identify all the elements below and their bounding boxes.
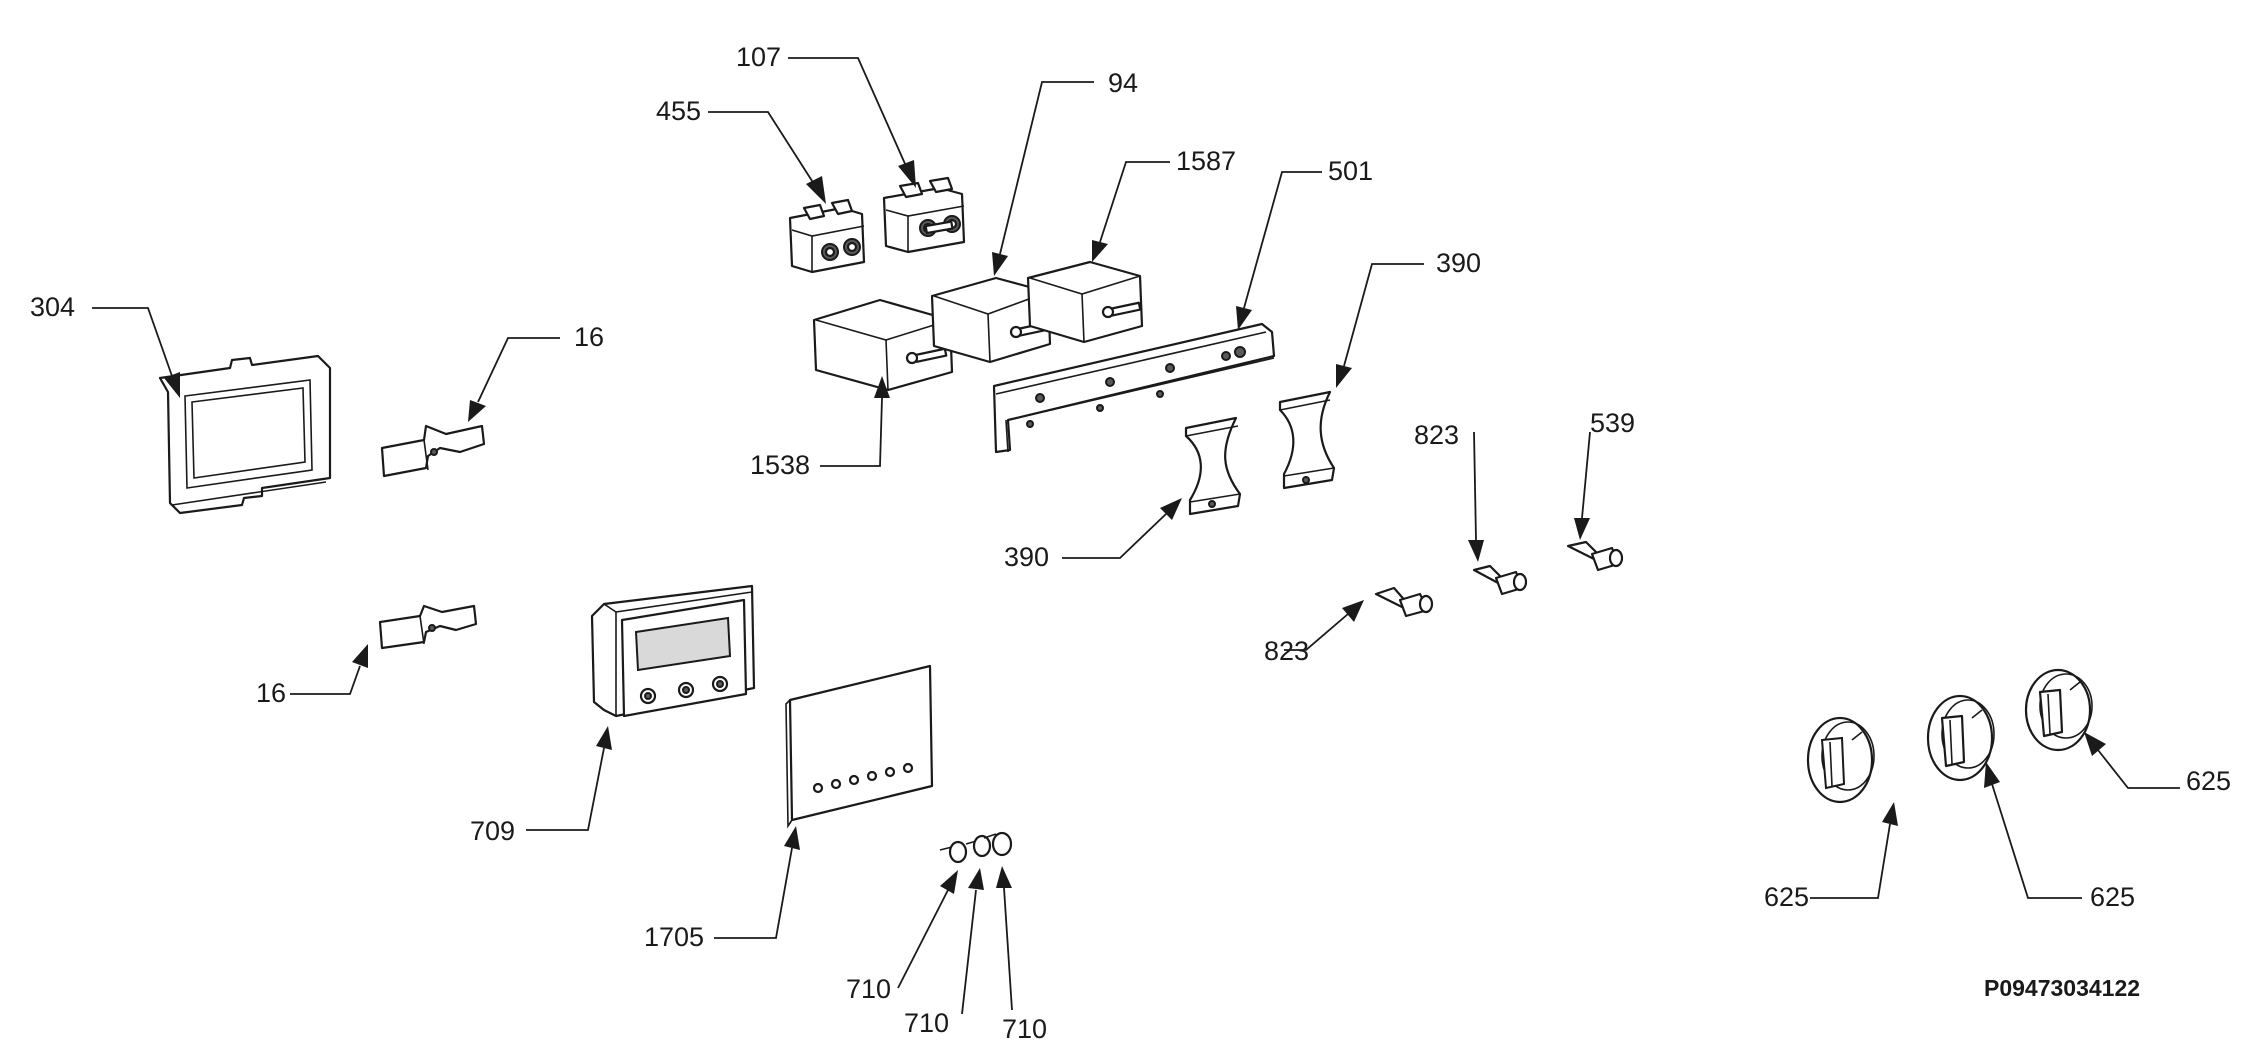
- callout-1705: 1705: [644, 922, 704, 952]
- callout-455: 455: [656, 96, 701, 126]
- part-455-switch: [788, 198, 866, 274]
- part-710-button-3: [983, 831, 1013, 857]
- callout-823-lower: 823: [1264, 636, 1309, 666]
- part-1538-regulator: [812, 298, 954, 392]
- callout-16-upper: 16: [574, 322, 604, 352]
- callout-94: 94: [1108, 68, 1138, 98]
- leader-455: [708, 111, 826, 204]
- leader-539: [1574, 431, 1591, 540]
- part-107-switch: [882, 176, 966, 254]
- leader-823b: [1284, 600, 1364, 651]
- part-16-bracket-lower: [378, 604, 478, 650]
- part-823-spindle-lower: [1374, 586, 1434, 618]
- callout-390-lower: 390: [1004, 542, 1049, 572]
- leader-1538: [820, 376, 890, 467]
- callout-625-left: 625: [1764, 882, 1809, 912]
- callout-709: 709: [470, 816, 515, 846]
- part-625-knob-right: [2024, 668, 2093, 752]
- leader-501: [1236, 171, 1322, 330]
- leader-390b: [1062, 498, 1182, 559]
- leader-16a: [468, 337, 560, 422]
- callout-501: 501: [1328, 156, 1373, 186]
- leader-625a: [1810, 802, 1898, 899]
- part-501-rail: [992, 322, 1276, 454]
- leader-16b: [290, 644, 368, 695]
- callout-1538: 1538: [750, 450, 810, 480]
- callout-710-b: 710: [904, 1008, 949, 1038]
- callout-107: 107: [736, 42, 781, 72]
- leader-709: [526, 726, 612, 831]
- leader-710b: [961, 868, 984, 1015]
- part-625-knob-left: [1806, 716, 1875, 804]
- leader-1705: [714, 826, 800, 939]
- part-1705-panel: [785, 664, 934, 829]
- leader-625c: [2084, 732, 2180, 789]
- callout-823-upper: 823: [1414, 420, 1459, 450]
- leader-107: [788, 57, 916, 188]
- leader-94: [992, 81, 1094, 276]
- part-823-spindle-upper: [1472, 564, 1528, 596]
- part-390-support-left: [1184, 416, 1242, 516]
- leader-625b: [1984, 762, 2082, 899]
- callout-539: 539: [1590, 408, 1635, 438]
- callout-16-lower: 16: [256, 678, 286, 708]
- callout-710-c: 710: [1002, 1014, 1047, 1044]
- part-390-support-right: [1278, 390, 1336, 490]
- callout-710-a: 710: [846, 974, 891, 1004]
- diagram-code: P09473034122: [1984, 975, 2140, 1001]
- callout-1587: 1587: [1176, 146, 1236, 176]
- part-710-button-1: [939, 840, 968, 864]
- part-710-button-2: [965, 834, 992, 858]
- part-304-frame: [158, 354, 332, 515]
- leader-823a: [1468, 431, 1484, 562]
- callout-390-upper: 390: [1436, 248, 1481, 278]
- callout-625-middle: 625: [2090, 882, 2135, 912]
- part-709-display-module: [590, 584, 756, 718]
- callout-304: 304: [30, 292, 75, 322]
- callout-625-right: 625: [2186, 766, 2231, 796]
- part-16-bracket-upper: [380, 424, 486, 478]
- leader-304: [92, 307, 180, 398]
- part-1587-regulator: [1026, 260, 1144, 344]
- part-625-knob-middle: [1926, 694, 1995, 782]
- leader-390a: [1336, 263, 1424, 388]
- leader-1587: [1092, 161, 1170, 262]
- part-539-spindle: [1566, 540, 1624, 572]
- leader-710a: [897, 870, 958, 989]
- leader-710c: [996, 866, 1013, 1011]
